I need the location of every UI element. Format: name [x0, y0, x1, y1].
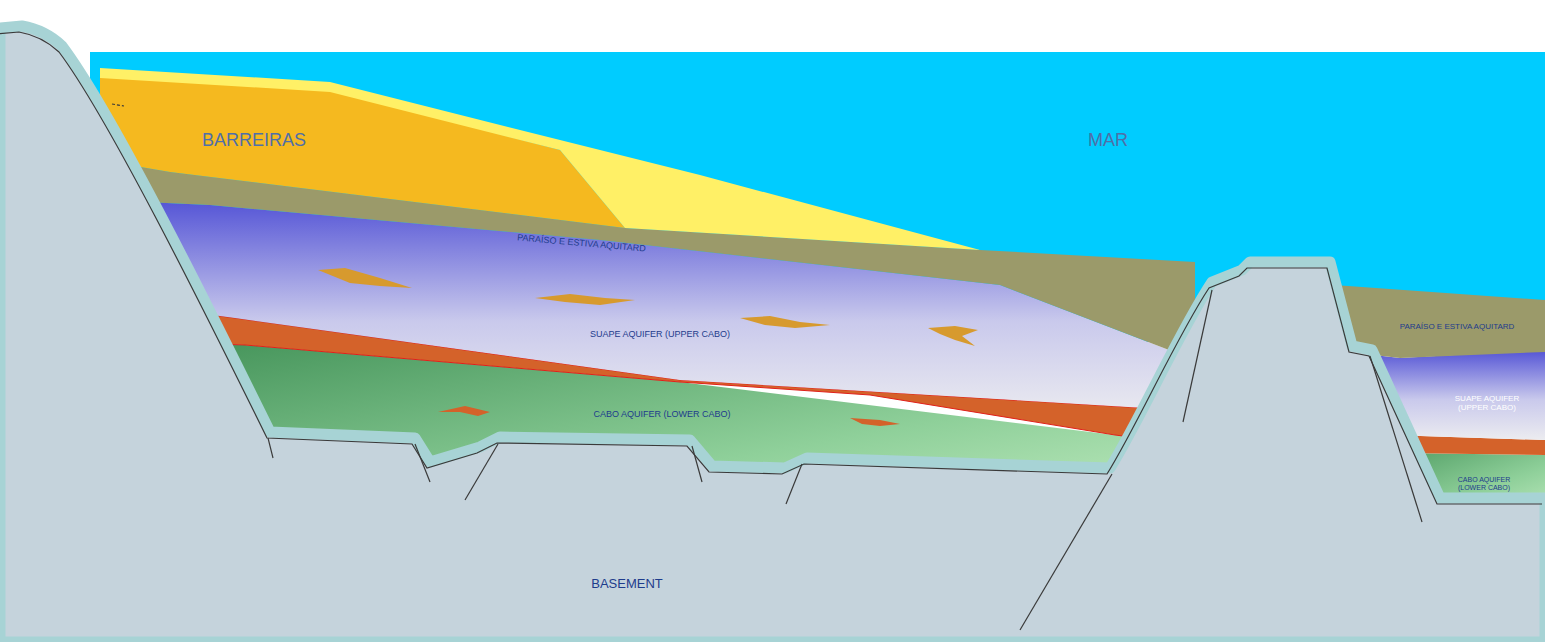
layer-name: CABO AQUIFER (LOWER CABO) — [1451, 476, 1517, 492]
layer-name: SUAPE AQUIFER (UPPER CABO) — [1444, 394, 1530, 412]
clay-lenses — [318, 268, 978, 426]
basement — [0, 26, 1545, 642]
basement-contact — [0, 32, 1542, 504]
faults — [112, 104, 1422, 630]
formation-name: BARREIRAS — [202, 130, 306, 151]
basement-name: BASEMENT — [591, 577, 663, 592]
layer-name: PARAÍSO E ESTIVA AQUITARD — [1400, 322, 1515, 331]
layer-name: SUAPE AQUIFER (UPPER CABO) — [590, 329, 730, 339]
sand-cover — [100, 68, 980, 250]
layer-name: CABO AQUIFER (LOWER CABO) — [593, 409, 730, 419]
sea-name: MAR — [1088, 130, 1128, 151]
